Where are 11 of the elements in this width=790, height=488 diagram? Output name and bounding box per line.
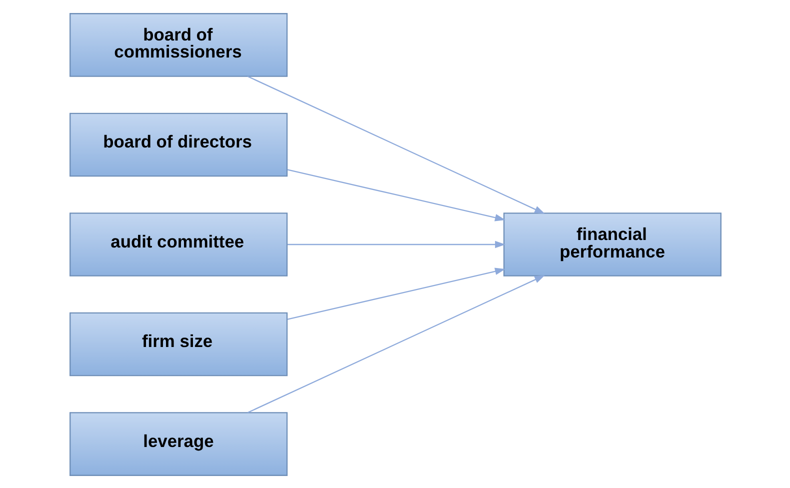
node-box: board of directors xyxy=(69,112,288,176)
node-box: board of commissioners xyxy=(69,12,288,76)
arrow xyxy=(246,274,544,413)
node-box: leverage xyxy=(69,412,288,476)
node-box: audit committee xyxy=(69,212,288,276)
node-box: financial performance xyxy=(502,212,721,276)
arrow xyxy=(286,168,505,221)
arrow xyxy=(246,75,544,214)
arrow xyxy=(286,267,505,320)
node-box: firm size xyxy=(69,312,288,376)
arrow xyxy=(287,240,505,248)
